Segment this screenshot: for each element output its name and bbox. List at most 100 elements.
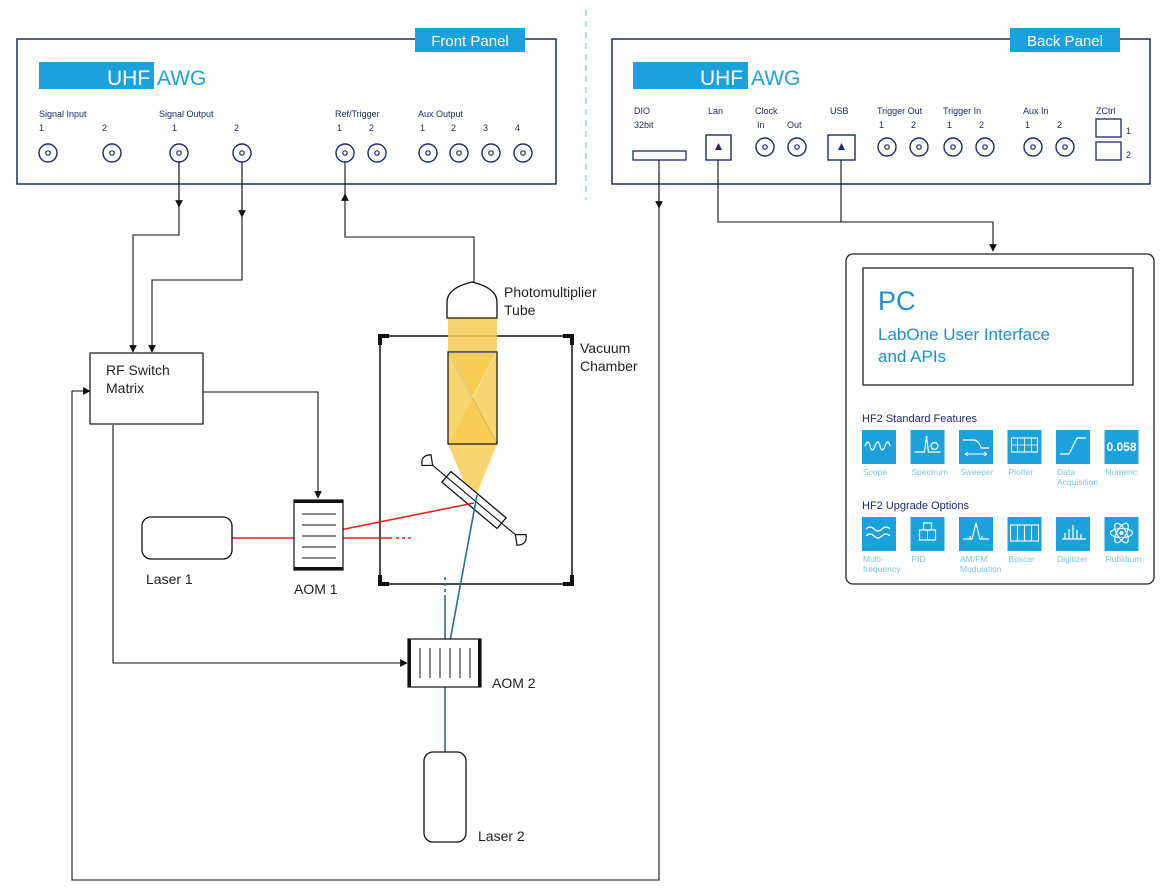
laser-1 xyxy=(141,516,233,560)
aux-output-port-2-label: 2 xyxy=(451,123,456,133)
zctrl-connector-1[interactable] xyxy=(1095,118,1122,138)
connector-aux-output-4[interactable] xyxy=(513,143,533,163)
feature-label: Numeric xyxy=(1106,467,1138,477)
ref-trigger-port-1-label: 1 xyxy=(337,123,342,133)
connector-clock-in[interactable] xyxy=(755,137,775,157)
aux-in-port-1-label: 1 xyxy=(1025,120,1030,130)
feature-label: PID xyxy=(912,554,926,564)
usb-label: USB xyxy=(830,106,849,116)
front-logo-bar xyxy=(39,62,154,89)
hourglass-light xyxy=(449,353,496,443)
wire-dio-to-rf xyxy=(71,160,660,881)
dio-label: DIO xyxy=(634,106,650,116)
connector-trigger-out-2[interactable] xyxy=(909,137,929,157)
front-panel-tab xyxy=(415,28,525,52)
laser-1-label: Laser 1 xyxy=(146,571,193,587)
connector-clock-out[interactable] xyxy=(787,137,807,157)
feature-label: Sweeper xyxy=(960,467,994,477)
back-logo-bar xyxy=(633,62,748,89)
zctrl-label: ZCtrl xyxy=(1096,106,1116,116)
wire-signal-output-2 xyxy=(148,162,243,353)
trigger-in-port-1-label: 1 xyxy=(947,120,952,130)
lan-label: Lan xyxy=(708,106,723,116)
aux-output-port-4-label: 4 xyxy=(515,123,520,133)
laser-2 xyxy=(423,751,467,843)
trigger-out-port-2-label: 2 xyxy=(911,120,916,130)
aom-2-label: AOM 2 xyxy=(492,675,536,691)
connector-trigger-in-2[interactable] xyxy=(975,137,995,157)
zctrl-connector-2[interactable] xyxy=(1095,141,1122,161)
connector-aux-output-3[interactable] xyxy=(481,143,501,163)
feature-label: Spectrum xyxy=(912,467,948,477)
connector-aux-in-1[interactable] xyxy=(1023,137,1043,157)
front-panel: Front Panel UHF AWG Signal Input 1 2 Sig… xyxy=(16,28,557,185)
clock-in-label: In xyxy=(757,120,765,130)
back-panel-tab xyxy=(1010,28,1120,52)
connection-lines xyxy=(71,160,997,881)
wire-lan-to-pc xyxy=(717,160,997,252)
aux-in-port-2-label: 2 xyxy=(1057,120,1062,130)
signal-output-port-2-label: 2 xyxy=(234,123,239,133)
connector-aux-in-2[interactable] xyxy=(1055,137,1075,157)
signal-input-port-2-label: 2 xyxy=(102,123,107,133)
aux-output-port-3-label: 3 xyxy=(483,123,488,133)
aom-2 xyxy=(407,638,482,688)
standard-features-heading: HF2 Standard Features xyxy=(862,413,977,425)
connector-ref-trigger-2[interactable] xyxy=(367,143,387,163)
feature-label: Data xyxy=(1057,467,1075,477)
feature-label: Scope xyxy=(863,467,887,477)
pc-subtitle-line1: LabOne User Interface xyxy=(878,325,1050,344)
connector-signal-output-1[interactable] xyxy=(169,143,189,163)
pc-title: PC xyxy=(878,286,916,316)
clock-label: Clock xyxy=(755,106,778,116)
lan-connector[interactable] xyxy=(705,134,732,161)
wire-signal-output-1 xyxy=(129,162,180,353)
zctrl-port-1-label: 1 xyxy=(1126,126,1131,136)
back-logo-uhf: UHF xyxy=(700,67,743,90)
connector-signal-input-1[interactable] xyxy=(38,143,58,163)
signal-input-label: Signal Input xyxy=(39,109,87,119)
pc-box: PC LabOne User Interface and APIs HF2 St… xyxy=(845,253,1155,585)
feature-label: Digitizer xyxy=(1057,554,1088,564)
multi-frequency-icon xyxy=(862,517,896,551)
feature-label: Modulation xyxy=(960,564,1002,574)
ion-trap xyxy=(421,454,527,546)
connector-trigger-in-1[interactable] xyxy=(943,137,963,157)
boxcar-icon xyxy=(1007,517,1042,551)
connector-trigger-out-1[interactable] xyxy=(877,137,897,157)
aom-1 xyxy=(293,499,344,571)
trigger-in-port-2-label: 2 xyxy=(979,120,984,130)
usb-connector[interactable] xyxy=(827,134,856,161)
connector-aux-output-2[interactable] xyxy=(449,143,469,163)
feature-label: Rubidium xyxy=(1106,554,1142,564)
back-panel-tab-label: Back Panel xyxy=(1027,33,1103,50)
dio-sublabel: 32bit xyxy=(634,120,654,130)
sweeper-icon xyxy=(959,430,993,464)
feature-label: frequency xyxy=(863,564,901,574)
trigger-out-label: Trigger Out xyxy=(877,106,923,116)
pmt-label-line2: Tube xyxy=(504,302,536,318)
feature-label: Acquisition xyxy=(1057,477,1098,487)
rubidium-icon xyxy=(1104,517,1139,551)
ref-trigger-label: Ref/Trigger xyxy=(335,109,380,119)
connector-aux-output-1[interactable] xyxy=(418,143,438,163)
upgrade-options-heading: HF2 Upgrade Options xyxy=(862,500,969,512)
wire-pmt-to-ref-trigger xyxy=(341,193,475,282)
connector-signal-output-2[interactable] xyxy=(232,143,252,163)
aux-output-label: Aux Output xyxy=(418,109,464,119)
vacuum-chamber-label-line1: Vacuum xyxy=(580,340,630,356)
front-logo-uhf: UHF xyxy=(107,67,150,90)
aux-in-label: Aux In xyxy=(1023,106,1049,116)
connector-ref-trigger-1[interactable] xyxy=(335,143,355,163)
zctrl-port-2-label: 2 xyxy=(1126,150,1131,160)
photomultiplier-tube xyxy=(446,281,498,319)
dio-connector[interactable] xyxy=(632,150,687,161)
data-acquisition-icon xyxy=(1056,430,1090,464)
pmt-label-line1: Photomultiplier xyxy=(504,284,597,300)
aom-1-label: AOM 1 xyxy=(294,581,338,597)
connector-signal-input-2[interactable] xyxy=(102,143,122,163)
clock-out-label: Out xyxy=(787,120,802,130)
pid-icon xyxy=(910,517,945,551)
